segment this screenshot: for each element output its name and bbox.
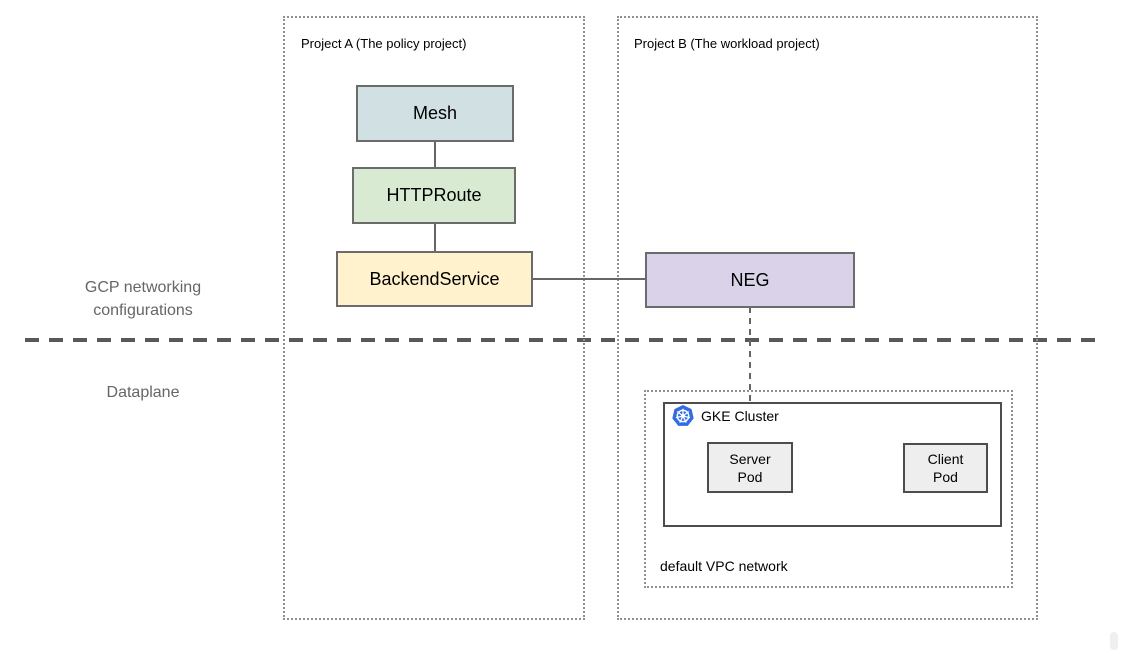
connector-neg-serverpod-dashed — [749, 307, 751, 442]
connector-backendservice-neg — [532, 278, 646, 280]
client-pod-node: Client Pod — [903, 443, 988, 493]
project-b-frame — [617, 16, 1038, 620]
gke-cluster-title: GKE Cluster — [672, 405, 779, 427]
layer-separator-dashed-line — [25, 338, 1105, 342]
neg-node-label: NEG — [730, 269, 770, 290]
server-pod-node: Server Pod — [707, 442, 793, 493]
gcp-networking-configurations-label: GCP networking configurations — [84, 279, 202, 319]
gke-cluster-label: GKE Cluster — [701, 408, 779, 424]
vertical-scrollbar-fragment[interactable] — [1110, 632, 1118, 650]
dataplane-label: Dataplane — [106, 384, 180, 401]
mesh-node: Mesh — [356, 85, 514, 142]
default-vpc-network-label: default VPC network — [660, 558, 788, 574]
backendservice-node: BackendService — [336, 251, 533, 307]
kubernetes-helm-icon — [672, 405, 694, 426]
mesh-node-label: Mesh — [412, 103, 457, 123]
client-pod-label: Client Pod — [927, 451, 964, 485]
backendservice-node-label: BackendService — [369, 268, 500, 289]
neg-node: NEG — [645, 252, 855, 308]
project-a-label: Project A (The policy project) — [301, 36, 467, 51]
httproute-node-label: HTTPRoute — [386, 185, 482, 205]
connector-mesh-httproute — [434, 141, 436, 168]
server-pod-label: Server Pod — [729, 450, 771, 485]
vpc-network-frame — [644, 390, 1013, 588]
project-b-label: Project B (The workload project) — [634, 36, 820, 51]
project-a-frame — [283, 16, 585, 620]
connector-httproute-backendservice — [434, 223, 436, 252]
httproute-node: HTTPRoute — [352, 167, 516, 224]
